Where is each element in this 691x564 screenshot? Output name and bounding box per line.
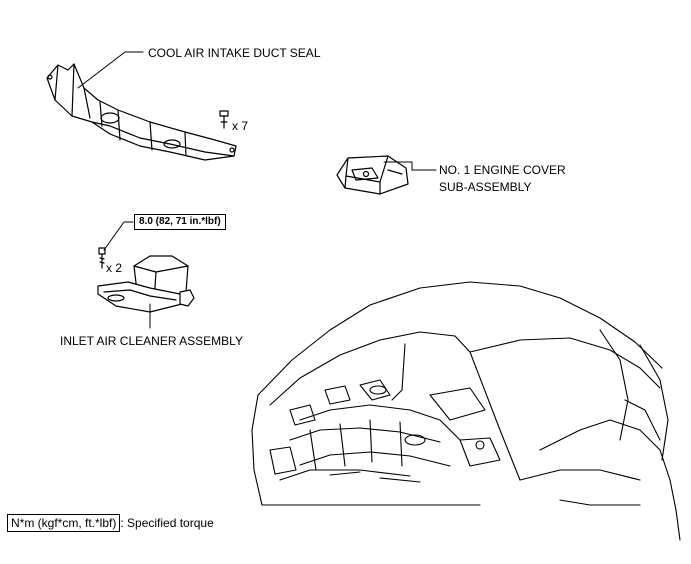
inlet-air-cleaner-label: INLET AIR CLEANER ASSEMBLY bbox=[60, 334, 243, 348]
cool-air-intake-duct-seal-part bbox=[46, 63, 237, 161]
engine-cover-label-line2: SUB-ASSEMBLY bbox=[439, 180, 532, 194]
inlet-air-cleaner-part bbox=[97, 255, 195, 313]
vehicle-part bbox=[251, 281, 681, 541]
torque-legend-text: : Specified torque bbox=[120, 516, 214, 530]
torque-legend: N*m (kgf*cm, ft.*lbf): Specified torque bbox=[7, 514, 214, 532]
torque-spec-box: 8.0 (82, 71 in.*lbf) bbox=[134, 214, 226, 230]
torque-legend-unit: N*m (kgf*cm, ft.*lbf) bbox=[7, 514, 121, 532]
clip-part bbox=[219, 110, 229, 129]
engine-cover-part bbox=[336, 155, 409, 195]
bolt-part bbox=[98, 247, 106, 269]
engine-cover-label-line1: NO. 1 ENGINE COVER bbox=[439, 163, 566, 177]
cool-air-intake-duct-seal-label: COOL AIR INTAKE DUCT SEAL bbox=[148, 46, 321, 60]
bolt-quantity-label: x 2 bbox=[106, 261, 123, 275]
clip-quantity-label: x 7 bbox=[232, 119, 249, 133]
